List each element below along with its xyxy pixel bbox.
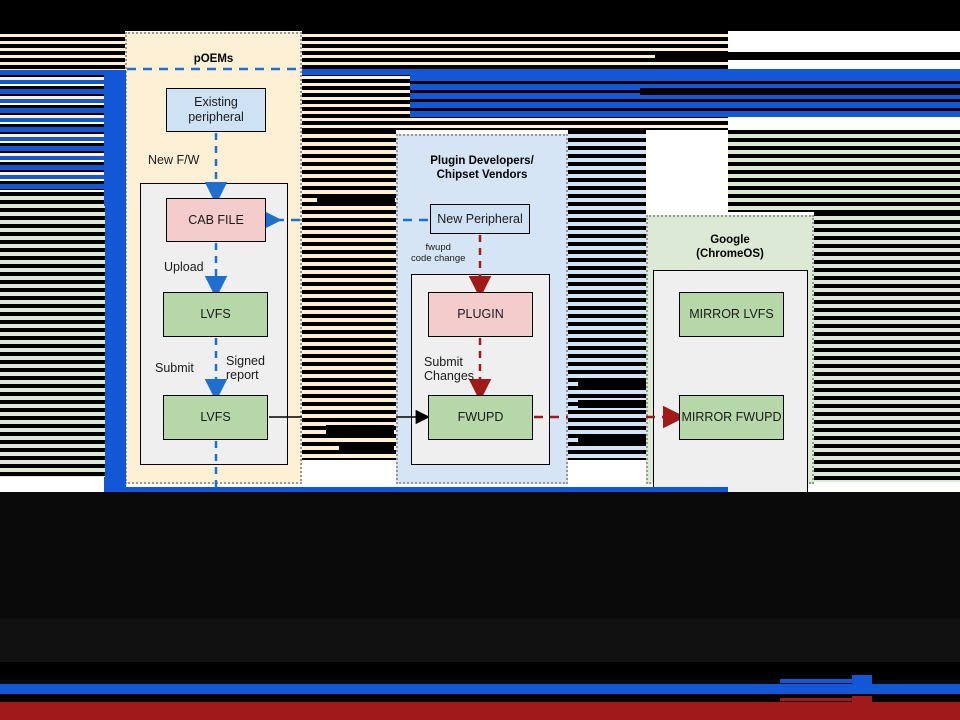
node-label: LVFS: [200, 410, 231, 424]
legend-line-red: [780, 698, 860, 701]
node-mirror-fwupd[interactable]: MIRROR FWUPD: [679, 395, 784, 440]
node-label: MIRROR FWUPD: [681, 410, 782, 424]
node-label: New Peripheral: [437, 211, 523, 226]
glitch-block: [339, 442, 394, 451]
node-lvfs-upload[interactable]: LVFS: [163, 292, 268, 337]
node-label: Existing peripheral: [188, 95, 244, 124]
glitch-block: [0, 662, 960, 680]
glitch-block: [640, 88, 960, 95]
glitch-block: [104, 70, 126, 192]
legend-bar-red: [0, 702, 960, 720]
node-mirror-lvfs[interactable]: MIRROR LVFS: [679, 292, 784, 337]
edge-label-submit-changes: Submit Changes: [424, 355, 475, 383]
lane-poems-title: pOEMs: [193, 53, 234, 65]
node-existing-peripheral[interactable]: Existing peripheral: [166, 88, 266, 132]
node-label: CAB FILE: [188, 212, 244, 227]
glitch-block: [326, 425, 394, 434]
glitch-block: [0, 694, 960, 702]
glitch-block: [410, 75, 960, 117]
lane-google-title: Google (ChromeOS): [696, 234, 764, 260]
glitch-block: [655, 52, 960, 60]
glitch-block: [578, 380, 646, 390]
node-label: MIRROR LVFS: [689, 307, 774, 321]
glitch-block: [104, 192, 126, 206]
legend-line-blue: [780, 679, 860, 683]
edge-label-upload: Upload: [164, 260, 204, 274]
glitch-block: [104, 192, 126, 492]
edge-label-new-fw: New F/W: [148, 153, 200, 167]
glitch-block: [0, 0, 960, 31]
node-new-peripheral[interactable]: New Peripheral: [430, 204, 530, 234]
node-lvfs-submit[interactable]: LVFS: [163, 395, 268, 440]
glitch-arrow-bar: [104, 487, 728, 496]
edge-label-submit: Submit: [155, 361, 194, 375]
glitch-block: [578, 400, 646, 408]
node-cab-file[interactable]: CAB FILE: [166, 198, 266, 242]
glitch-block: [0, 618, 960, 662]
legend-bar-blue: [0, 684, 960, 694]
node-plugin[interactable]: PLUGIN: [428, 292, 533, 337]
node-fwupd[interactable]: FWUPD: [428, 395, 533, 440]
glitch-block: [302, 69, 960, 75]
glitch-block: [317, 198, 395, 205]
node-label: PLUGIN: [457, 307, 504, 321]
glitch-block: [578, 436, 646, 445]
edge-label-signed-report: Signed report: [226, 354, 265, 382]
lane-plugin-title: Plugin Developers/ Chipset Vendors: [430, 155, 534, 181]
node-label: FWUPD: [457, 410, 504, 424]
edge-label-fwupd-code-change: fwupd code change: [411, 242, 466, 264]
node-label: LVFS: [200, 307, 231, 321]
